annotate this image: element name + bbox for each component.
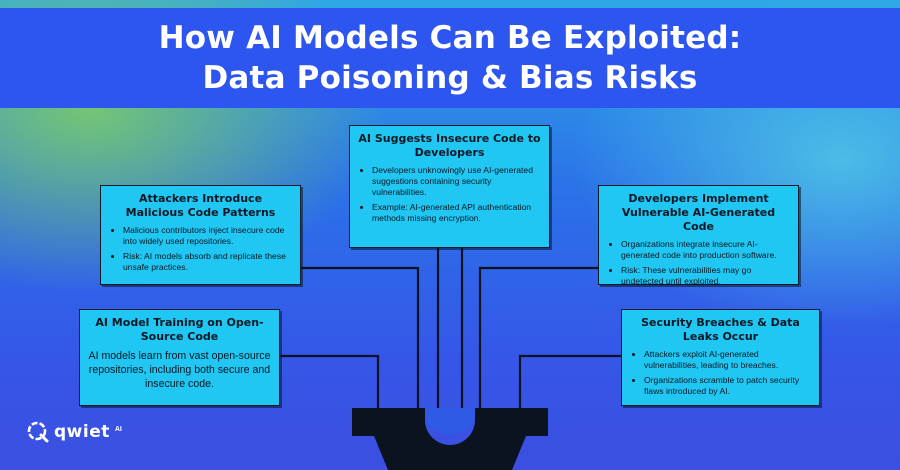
card-developers-title: Developers Implement Vulnerable AI-Gener… — [621, 192, 776, 233]
card-model-training-title: AI Model Training on Open-Source Code — [95, 316, 264, 343]
list-item: Organizations integrate insecure AI-gene… — [621, 239, 790, 261]
card-ai-suggests-list: Developers unknowingly use AI-generated … — [358, 165, 541, 224]
card-model-training: AI Model Training on Open-Source Code AI… — [79, 309, 280, 406]
connector-breaches — [518, 354, 622, 410]
hub-inner-cutout — [425, 408, 475, 434]
card-developers: Developers Implement Vulnerable AI-Gener… — [598, 185, 799, 287]
connector-lines — [280, 246, 622, 410]
card-model-training-body: AI models learn from vast open-source re… — [88, 350, 271, 390]
title-line-1: How AI Models Can Be Exploited: — [158, 20, 742, 56]
connector-training — [280, 354, 380, 410]
logo-wordmark: qwiet — [54, 422, 110, 442]
list-item: Malicious contributors inject insecure c… — [123, 225, 292, 247]
card-attackers-title: Attackers Introduce Malicious Code Patte… — [125, 192, 276, 219]
title-line-2: Data Poisoning & Bias Risks — [202, 60, 698, 96]
list-item: Risk: AI models absorb and replicate the… — [123, 251, 292, 273]
card-attackers: Attackers Introduce Malicious Code Patte… — [100, 185, 301, 285]
hub-gear-shape — [352, 408, 548, 470]
list-item: Attackers exploit AI-generated vulnerabi… — [644, 349, 811, 371]
connector-developers — [478, 266, 598, 410]
card-security-breaches-list: Attackers exploit AI-generated vulnerabi… — [630, 349, 811, 397]
card-security-breaches: Security Breaches & Data Leaks Occur Att… — [621, 309, 820, 406]
title-banner: How AI Models Can Be Exploited: Data Poi… — [0, 8, 900, 108]
card-developers-list: Organizations integrate insecure AI-gene… — [607, 239, 790, 287]
list-item: Example: AI-generated API authentication… — [372, 202, 541, 224]
card-security-breaches-title: Security Breaches & Data Leaks Occur — [641, 316, 800, 343]
logo-suffix: AI — [114, 425, 122, 433]
list-item: Risk: These vulnerabilities may go undet… — [621, 265, 790, 287]
qwiet-logo-icon — [27, 421, 49, 443]
list-item: Organizations scramble to patch security… — [644, 375, 811, 397]
brand-logo: qwiet AI — [26, 420, 122, 444]
card-ai-suggests: AI Suggests Insecure Code to Developers … — [349, 125, 550, 248]
card-ai-suggests-title: AI Suggests Insecure Code to Developers — [358, 132, 541, 159]
connector-attackers — [300, 266, 420, 410]
list-item: Developers unknowingly use AI-generated … — [372, 165, 541, 198]
card-attackers-list: Malicious contributors inject insecure c… — [109, 225, 292, 273]
